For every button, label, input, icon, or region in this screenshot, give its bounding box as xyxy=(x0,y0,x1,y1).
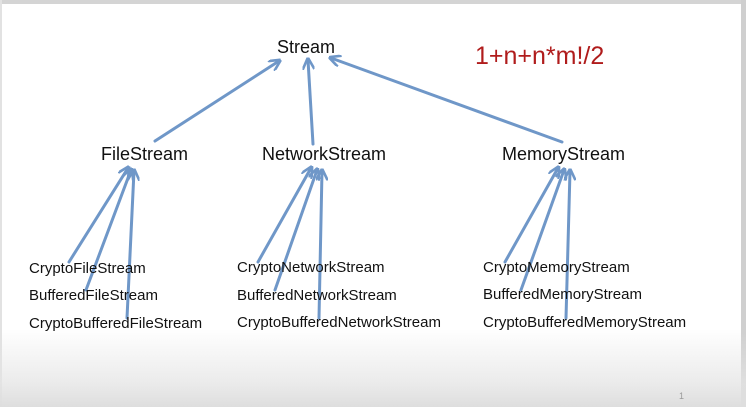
leaf-cryptomemorystream: CryptoMemoryStream xyxy=(483,259,630,276)
branch-node-networkstream: NetworkStream xyxy=(262,144,387,164)
leaf-cryptonetworkstream: CryptoNetworkStream xyxy=(237,259,385,276)
arrow-cryptofilestream xyxy=(67,168,128,264)
arrow-cryptobufferedmemorystream xyxy=(566,171,570,320)
root-node: Stream xyxy=(277,37,336,57)
arrow-cryptobufferedfilestream xyxy=(125,171,134,320)
bottom-shadow xyxy=(0,329,746,407)
branch-node-memorystream: MemoryStream xyxy=(502,144,626,164)
arrow-cryptomemorystream xyxy=(503,168,558,264)
leaf-cryptobufferedfilestream: CryptoBufferedFileStream xyxy=(29,315,203,332)
leaf-bufferedmemorystream: BufferedMemoryStream xyxy=(483,286,642,303)
page-number: 1 xyxy=(679,391,685,401)
arrow-bufferedfilestream xyxy=(84,170,131,292)
arrow-networkstream-to-stream xyxy=(308,60,313,146)
arrow-cryptobufferednetworkstream xyxy=(319,171,322,320)
leaf-cryptobufferednetworkstream: CryptoBufferedNetworkStream xyxy=(237,314,441,331)
arrow-cryptonetworkstream xyxy=(256,168,311,264)
leaf-cryptobufferedmemorystream: CryptoBufferedMemoryStream xyxy=(483,314,687,331)
branch-node-filestream: FileStream xyxy=(101,144,189,164)
leaf-bufferedfilestream: BufferedFileStream xyxy=(29,287,158,304)
leaf-bufferednetworkstream: BufferedNetworkStream xyxy=(237,287,397,304)
root-arrows xyxy=(153,58,564,146)
left-border xyxy=(0,0,2,407)
right-border xyxy=(741,0,746,407)
formula-text: 1+n+n*m!/2 xyxy=(475,42,605,70)
arrow-memorystream-to-stream xyxy=(331,58,564,144)
arrow-bufferedmemorystream xyxy=(519,170,564,292)
leaf-cryptofilestream: CryptoFileStream xyxy=(29,260,146,277)
top-border xyxy=(0,0,746,4)
memory-decorator-arrows xyxy=(503,168,570,320)
arrow-bufferednetworkstream xyxy=(273,170,317,292)
arrow-filestream-to-stream xyxy=(153,61,279,143)
network-decorator-arrows xyxy=(256,168,322,320)
file-decorator-arrows xyxy=(67,168,134,320)
